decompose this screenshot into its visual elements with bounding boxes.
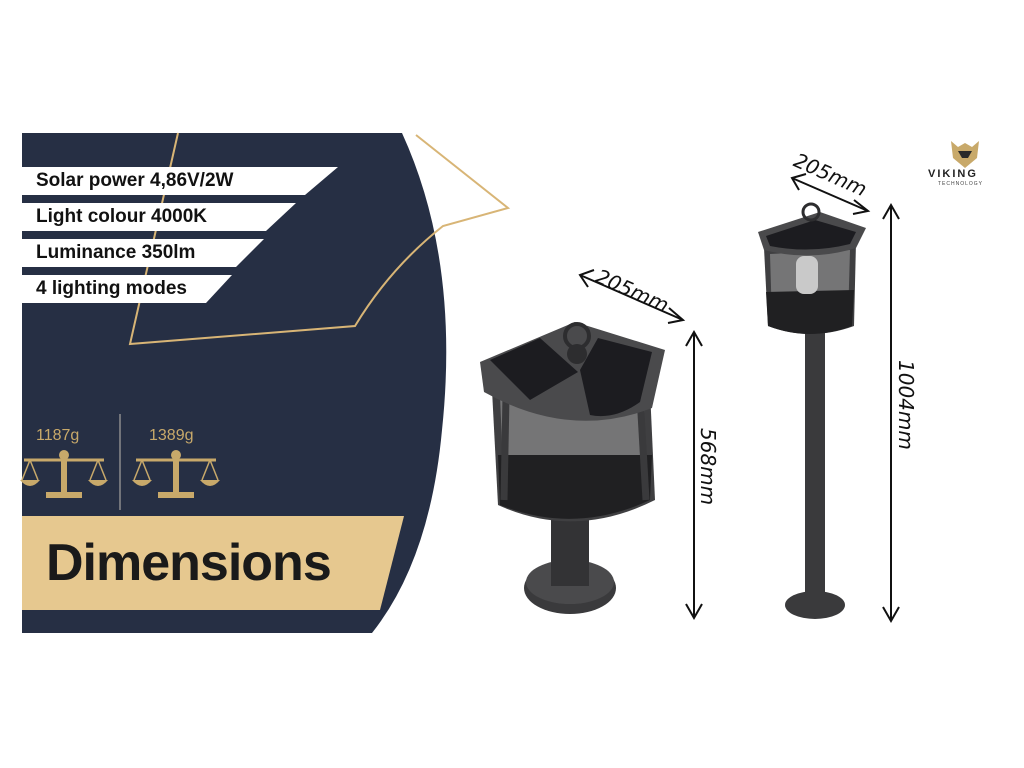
brand-sub: TECHNOLOGY xyxy=(938,181,984,187)
spec-ribbon-4 xyxy=(22,275,232,303)
title-band xyxy=(22,516,404,610)
gold-accent-line xyxy=(128,132,511,346)
tall-lamp-image xyxy=(758,202,866,619)
spec-ribbon-2 xyxy=(22,203,296,231)
brand-name: VIKING xyxy=(928,168,978,180)
tall-lamp-height: 1004mm xyxy=(894,360,918,450)
scale-icon xyxy=(20,450,108,498)
spec-solar-power: Solar power 4,86V/2W xyxy=(36,170,234,191)
dimension-arrows xyxy=(578,173,900,624)
weight-small-lamp: 1187g xyxy=(36,427,80,444)
spec-ribbon-1 xyxy=(22,167,338,195)
viking-logo-icon xyxy=(951,141,979,168)
scale-icon xyxy=(132,450,220,498)
spec-luminance: Luminance 350lm xyxy=(36,242,196,263)
spec-light-colour: Light colour 4000K xyxy=(36,206,208,227)
spec-lighting-modes: 4 lighting modes xyxy=(36,278,187,299)
spec-ribbon-3 xyxy=(22,239,264,267)
dimensions-title: Dimensions xyxy=(46,534,332,592)
small-lamp-image xyxy=(480,322,665,614)
weight-tall-lamp: 1389g xyxy=(149,427,194,444)
small-lamp-height: 568mm xyxy=(696,428,720,506)
